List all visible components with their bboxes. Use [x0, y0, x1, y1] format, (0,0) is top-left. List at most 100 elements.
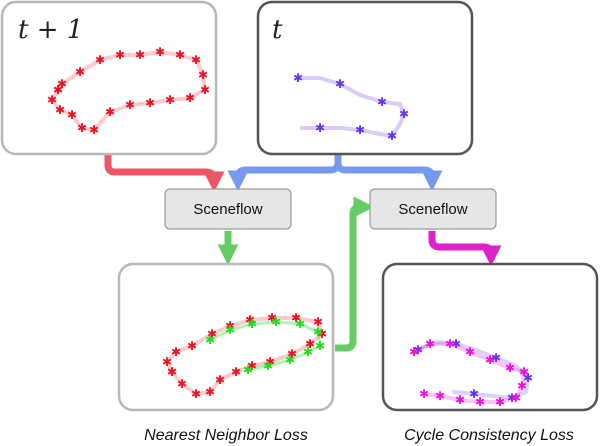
point-marker: ✱ [377, 95, 387, 109]
point-marker: ✱ [451, 337, 461, 351]
sceneflow-node-left: Sceneflow [164, 188, 292, 230]
point-marker: ✱ [409, 345, 419, 359]
point-marker: ✱ [413, 343, 423, 357]
frame-t-panel: t ✱✱✱✱✱✱✱ [256, 0, 474, 156]
point-marker: ✱ [167, 365, 177, 379]
point-marker: ✱ [293, 71, 303, 85]
point-marker: ✱ [200, 83, 210, 97]
point-marker: ✱ [125, 98, 135, 112]
point-marker: ✱ [205, 385, 215, 399]
point-marker: ✱ [225, 323, 235, 337]
point-marker: ✱ [287, 347, 297, 361]
point-marker: ✱ [243, 363, 253, 377]
point-marker: ✱ [167, 365, 177, 379]
point-marker: ✱ [247, 359, 257, 373]
point-marker: ✱ [313, 325, 323, 339]
point-marker: ✱ [491, 351, 501, 365]
point-marker: ✱ [511, 391, 521, 405]
point-marker: ✱ [207, 327, 217, 341]
point-marker: ✱ [313, 315, 323, 329]
point-marker: ✱ [455, 393, 465, 407]
blue-arrow-left [227, 155, 342, 192]
point-marker: ✱ [517, 379, 527, 393]
point-marker: ✱ [387, 129, 397, 143]
point-marker: ✱ [231, 365, 241, 379]
point-cloud-nearest-neighbor: ✱✱✱✱✱✱✱✱✱✱✱✱✱✱✱✱✱✱✱✱✱✱✱✱✱✱✱✱✱✱✱✱ [162, 311, 327, 401]
point-cloud-cycle-consistency: ✱✱✱✱✱✱✱✱✱✱✱✱✱✱✱✱✱✱✱✱ [409, 337, 533, 409]
point-marker: ✱ [187, 339, 197, 353]
cycle-consistency-panel: ✱✱✱✱✱✱✱✱✱✱✱✱✱✱✱✱✱✱✱✱ [381, 262, 599, 412]
point-marker: ✱ [263, 359, 273, 373]
frame-t-plus-1-panel: t + 1 ✱✱✱✱✱✱✱✱✱✱✱✱✱✱✱✱✱✱✱✱✱✱ [0, 0, 218, 156]
point-marker: ✱ [355, 123, 365, 137]
point-marker: ✱ [305, 337, 315, 351]
point-cloud-t: ✱✱✱✱✱✱✱ [293, 71, 409, 143]
frame-t-title: t [272, 15, 283, 45]
point-marker: ✱ [162, 355, 172, 369]
point-marker: ✱ [55, 103, 65, 117]
point-marker: ✱ [245, 313, 255, 327]
point-marker: ✱ [475, 395, 485, 409]
point-marker: ✱ [247, 317, 257, 331]
point-marker: ✱ [75, 65, 85, 79]
point-marker: ✱ [419, 387, 429, 401]
point-marker: ✱ [53, 83, 63, 97]
point-marker: ✱ [469, 387, 479, 401]
point-marker: ✱ [465, 345, 475, 359]
sceneflow-node-right: Sceneflow [369, 188, 497, 230]
point-marker: ✱ [198, 68, 208, 82]
point-marker: ✱ [315, 339, 325, 353]
point-marker: ✱ [315, 121, 325, 135]
point-marker: ✱ [67, 108, 77, 122]
point-marker: ✱ [95, 53, 105, 67]
point-marker: ✱ [175, 48, 185, 62]
point-marker: ✱ [135, 48, 145, 62]
point-marker: ✱ [523, 371, 533, 385]
point-marker: ✱ [57, 77, 67, 91]
point-marker: ✱ [145, 96, 155, 110]
point-marker: ✱ [265, 355, 275, 369]
sceneflow-right-label: Sceneflow [398, 201, 467, 218]
point-marker: ✱ [271, 315, 281, 329]
point-marker: ✱ [191, 387, 201, 401]
point-marker: ✱ [317, 327, 327, 341]
point-marker: ✱ [425, 337, 435, 351]
point-marker: ✱ [285, 353, 295, 367]
point-marker: ✱ [105, 105, 115, 119]
point-marker: ✱ [495, 395, 505, 409]
green-arrow-up [335, 196, 375, 352]
point-marker: ✱ [177, 377, 187, 391]
red-arrow [104, 155, 225, 193]
point-marker: ✱ [519, 365, 529, 379]
point-marker: ✱ [435, 389, 445, 403]
nearest-neighbor-panel: ✱✱✱✱✱✱✱✱✱✱✱✱✱✱✱✱✱✱✱✱✱✱✱✱✱✱✱✱✱✱✱✱ [117, 262, 335, 412]
point-marker: ✱ [47, 93, 57, 107]
point-marker: ✱ [295, 317, 305, 331]
point-marker: ✱ [185, 91, 195, 105]
point-marker: ✱ [335, 77, 345, 91]
point-marker: ✱ [225, 319, 235, 333]
point-marker: ✱ [77, 121, 87, 135]
point-marker: ✱ [191, 53, 201, 67]
sceneflow-left-label: Sceneflow [193, 201, 262, 218]
point-cloud-t-plus-1: ✱✱✱✱✱✱✱✱✱✱✱✱✱✱✱✱✱✱✱✱✱✱ [47, 45, 210, 137]
point-marker: ✱ [89, 123, 99, 137]
point-marker: ✱ [445, 337, 455, 351]
point-marker: ✱ [485, 353, 495, 367]
point-marker: ✱ [399, 107, 409, 121]
point-marker: ✱ [53, 83, 63, 97]
point-marker: ✱ [291, 311, 301, 325]
frame-t-plus-1-title: t + 1 [18, 15, 83, 45]
point-marker: ✱ [155, 45, 165, 59]
point-marker: ✱ [507, 391, 517, 405]
nearest-neighbor-caption: Nearest Neighbor Loss [144, 427, 308, 444]
blue-arrow-right [334, 155, 443, 192]
point-marker: ✱ [505, 361, 515, 375]
point-marker: ✱ [165, 93, 175, 107]
point-marker: ✱ [115, 48, 125, 62]
point-marker: ✱ [267, 311, 277, 325]
magenta-arrow [428, 231, 502, 267]
point-marker: ✱ [171, 345, 181, 359]
point-marker: ✱ [215, 373, 225, 387]
